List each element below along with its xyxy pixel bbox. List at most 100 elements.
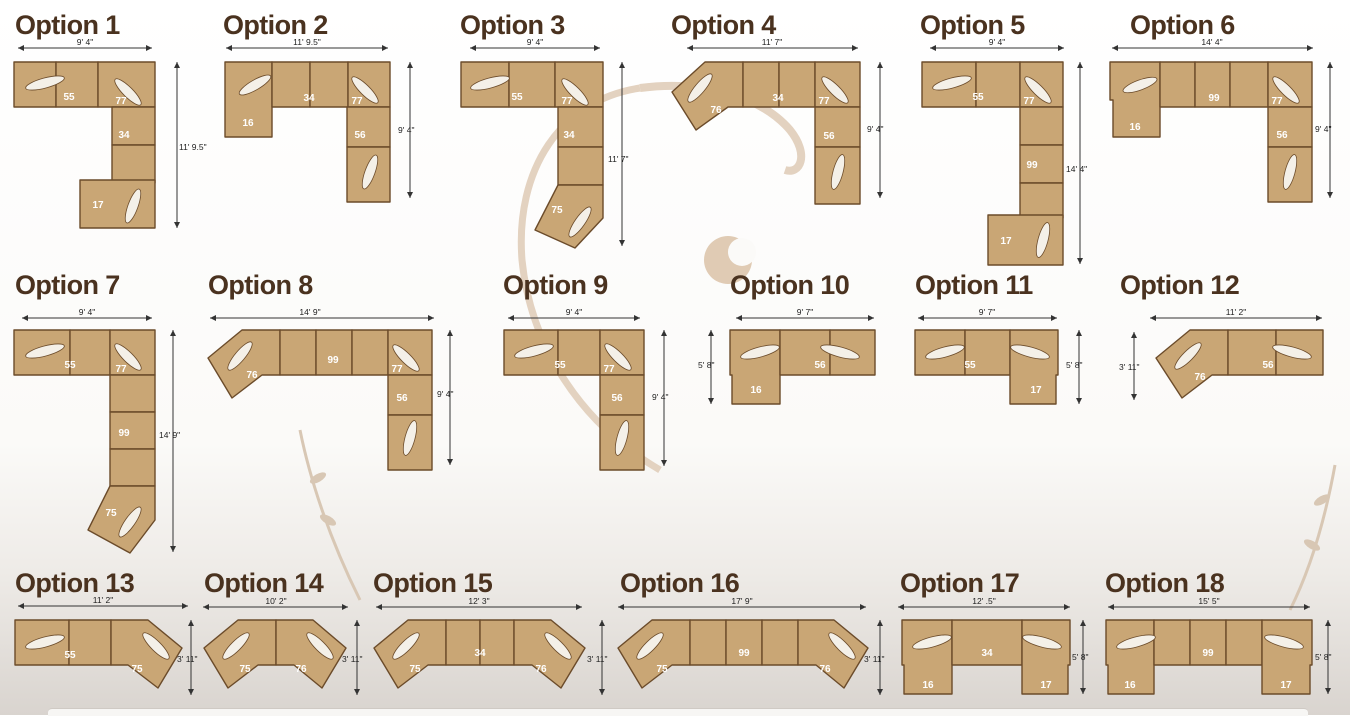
option-title: Option 15	[373, 568, 493, 598]
dimension-depth: 14' 4"	[1066, 62, 1087, 264]
svg-text:99: 99	[118, 428, 130, 439]
svg-text:14' 4": 14' 4"	[1066, 164, 1087, 174]
dimension-width: 9' 7"	[736, 307, 874, 321]
option-title: Option 17	[900, 568, 1020, 598]
dimension-depth: 9' 4"	[1315, 62, 1333, 198]
svg-text:99: 99	[1026, 160, 1038, 171]
svg-text:9' 4": 9' 4"	[437, 389, 453, 399]
svg-text:75: 75	[105, 508, 117, 519]
dimension-depth: 9' 4"	[437, 330, 453, 465]
svg-text:76: 76	[246, 370, 258, 381]
dimension-width: 12' 3"	[376, 596, 582, 610]
svg-text:56: 56	[823, 131, 835, 142]
svg-text:11' 7": 11' 7"	[762, 37, 783, 47]
svg-text:34: 34	[303, 93, 315, 104]
svg-text:17: 17	[1030, 385, 1042, 396]
dimension-width: 9' 4"	[22, 307, 152, 321]
dimension-depth: 5' 8"	[1072, 620, 1088, 694]
svg-text:11' 2": 11' 2"	[93, 595, 114, 605]
svg-text:3' 11": 3' 11"	[864, 654, 885, 664]
svg-text:77: 77	[603, 364, 615, 375]
dimension-width: 12' .5"	[898, 596, 1070, 610]
option-title: Option 10	[730, 270, 850, 300]
dimension-width: 11' 9.5"	[226, 37, 388, 51]
svg-text:55: 55	[511, 92, 523, 103]
svg-text:99: 99	[1202, 648, 1214, 659]
svg-text:55: 55	[64, 360, 76, 371]
dimension-depth: 5' 8"	[1066, 330, 1082, 404]
svg-text:16: 16	[922, 680, 934, 691]
dimension-width: 9' 4"	[930, 37, 1064, 51]
svg-text:34: 34	[563, 130, 575, 141]
option-title: Option 18	[1105, 568, 1225, 598]
dimension-depth: 9' 4"	[867, 62, 883, 198]
svg-text:17: 17	[1000, 236, 1012, 247]
sectional-diagram: 76 99 77 56	[207, 329, 433, 471]
svg-text:11' 9.5": 11' 9.5"	[179, 142, 207, 152]
dimension-width: 14' 9"	[210, 307, 434, 321]
svg-text:16: 16	[242, 118, 254, 129]
option-title: Option 6	[1130, 10, 1235, 40]
svg-text:75: 75	[551, 205, 563, 216]
option-title: Option 8	[208, 270, 313, 300]
option-title: Option 9	[503, 270, 608, 300]
svg-text:76: 76	[295, 664, 307, 675]
svg-text:12' .5": 12' .5"	[972, 596, 996, 606]
option-title: Option 14	[204, 568, 324, 598]
svg-text:34: 34	[474, 648, 486, 659]
svg-text:9' 4": 9' 4"	[1315, 124, 1331, 134]
svg-text:75: 75	[409, 664, 421, 675]
dimension-depth: 3' 11"	[587, 620, 608, 695]
svg-text:9' 4": 9' 4"	[398, 125, 414, 135]
svg-text:5' 8": 5' 8"	[698, 360, 714, 370]
option-title: Option 12	[1120, 270, 1240, 300]
svg-text:16: 16	[1124, 680, 1136, 691]
svg-text:11' 2": 11' 2"	[1226, 307, 1247, 317]
option-title: Option 4	[671, 10, 776, 40]
sectional-diagram: 34 16 17	[901, 619, 1071, 695]
svg-text:5' 8": 5' 8"	[1066, 360, 1082, 370]
svg-text:9' 4": 9' 4"	[652, 392, 668, 402]
svg-text:77: 77	[1023, 96, 1035, 107]
dimension-depth: 9' 4"	[398, 62, 414, 198]
dimension-width: 9' 4"	[18, 37, 152, 51]
svg-text:56: 56	[1276, 130, 1288, 141]
svg-text:75: 75	[239, 664, 251, 675]
svg-text:14' 4": 14' 4"	[1201, 37, 1222, 47]
sectional-diagram: 55 77 56	[503, 329, 645, 471]
sectional-diagram: 99 77 16 56	[1109, 61, 1313, 203]
dimension-depth: 14' 9"	[159, 330, 180, 552]
svg-text:76: 76	[1194, 372, 1206, 383]
svg-text:12' 3": 12' 3"	[468, 596, 489, 606]
option-title: Option 1	[15, 10, 120, 40]
svg-text:3' 11": 3' 11"	[177, 654, 198, 664]
dimension-width: 9' 4"	[470, 37, 600, 51]
svg-text:56: 56	[611, 393, 623, 404]
sectional-diagram: 55 17	[914, 329, 1059, 405]
sectional-diagram: 34 77 16 56	[224, 61, 391, 203]
svg-text:10' 2": 10' 2"	[265, 596, 286, 606]
svg-text:76: 76	[710, 105, 722, 116]
dimension-width: 9' 7"	[918, 307, 1057, 321]
option-title: Option 5	[920, 10, 1025, 40]
option-title: Option 3	[460, 10, 565, 40]
dimension-depth: 3' 11"	[342, 620, 363, 695]
svg-text:11' 9.5": 11' 9.5"	[293, 37, 321, 47]
dimension-depth: 3' 11"	[1119, 332, 1140, 400]
svg-text:75: 75	[656, 664, 668, 675]
svg-text:56: 56	[396, 393, 408, 404]
svg-text:77: 77	[1271, 96, 1283, 107]
dimension-width: 17' 9"	[618, 596, 866, 610]
